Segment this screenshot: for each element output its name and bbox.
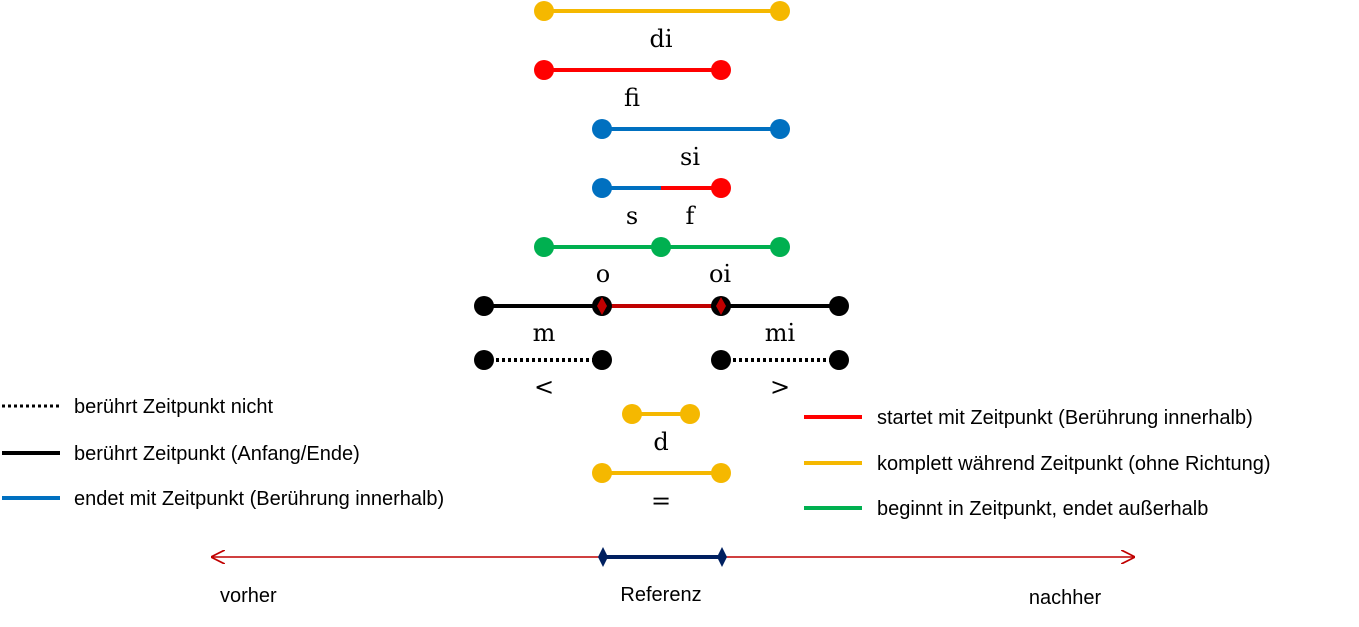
interval-s-f-blue-red [592,178,731,198]
axis-label-after: nachher [1029,587,1102,609]
relation-label-mi: mi [765,319,796,347]
relation-label-di: di [649,25,672,53]
interval-d-yellow [622,404,700,424]
interval-before-dotted [474,350,612,370]
legend-label-red: startet mit Zeitpunkt (Berührung innerha… [877,407,1253,429]
interval-o-oi-green [534,237,790,257]
legend-label-black: berührt Zeitpunkt (Anfang/Ende) [74,443,360,465]
relation-label-eq: = [651,487,671,515]
interval-fi-red [534,60,731,80]
relation-label-f: f [686,202,697,230]
axis-label-before: vorher [220,585,277,607]
reference-end-diamond [717,547,727,567]
relation-label-d: d [653,428,668,456]
relation-label-oi: oi [709,260,731,288]
interval-after-dotted [711,350,849,370]
time-axis [212,547,1134,567]
axis-label-reference: Referenz [620,584,701,606]
relation-label-lt: < [534,373,554,401]
interval-si-blue [592,119,790,139]
interval-m-mi-black [474,296,849,316]
relation-label-fi: fi [624,84,640,112]
legend-label-yellow: komplett während Zeitpunkt (ohne Richtun… [877,453,1271,475]
legend-left: berührt Zeitpunkt nicht berührt Zeitpunk… [2,396,444,510]
interval-di-yellow [534,1,790,21]
relation-label-o: o [596,260,610,288]
interval-eq-yellow [592,463,731,483]
legend-label-dotted: berührt Zeitpunkt nicht [74,396,273,418]
relation-label-m: m [533,319,556,347]
reference-start-diamond [598,547,608,567]
relation-label-gt: > [770,373,790,401]
legend-right: startet mit Zeitpunkt (Berührung innerha… [804,407,1271,520]
relation-label-s: s [626,202,638,230]
legend-label-green: beginnt in Zeitpunkt, endet außerhalb [877,498,1208,520]
relation-label-si: si [680,143,700,171]
legend-label-blue: endet mit Zeitpunkt (Berührung innerhalb… [74,488,444,510]
